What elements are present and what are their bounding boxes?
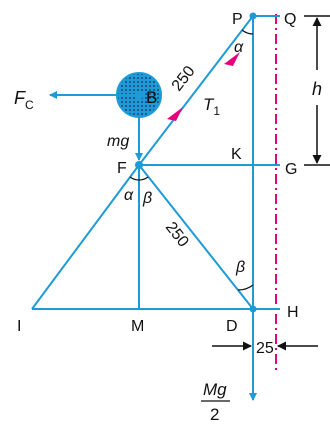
tension-arrow-upper bbox=[224, 52, 240, 66]
label-b: B bbox=[146, 88, 157, 107]
label-k: K bbox=[231, 146, 242, 163]
label-beta-d: β bbox=[235, 259, 245, 276]
label-dim-25: 25 bbox=[256, 340, 274, 357]
label-f: F bbox=[117, 160, 127, 177]
label-h: h bbox=[312, 79, 322, 99]
angle-arc-alpha-f bbox=[129, 176, 140, 181]
label-d: D bbox=[226, 318, 238, 335]
label-mg-denominator: 2 bbox=[210, 405, 219, 424]
label-alpha-f: α bbox=[124, 187, 134, 204]
label-p: P bbox=[232, 11, 243, 28]
label-h-point: H bbox=[287, 304, 299, 321]
label-q: Q bbox=[284, 11, 296, 28]
joint-p bbox=[249, 12, 257, 20]
angle-arc-alpha-top bbox=[241, 29, 254, 35]
label-g: G bbox=[285, 161, 297, 178]
label-length-250-top: 250 bbox=[169, 63, 199, 95]
rod-pf bbox=[138, 15, 254, 166]
angle-arc-beta-d bbox=[237, 284, 254, 291]
label-i: I bbox=[17, 318, 21, 335]
label-m: M bbox=[131, 318, 144, 335]
label-beta-f: β bbox=[142, 190, 152, 207]
angle-arc-beta-f bbox=[138, 176, 149, 181]
label-t1: T1 bbox=[203, 95, 220, 118]
label-alpha-top: α bbox=[234, 39, 244, 56]
tension-arrow-lower bbox=[167, 107, 183, 121]
joint-f bbox=[135, 161, 143, 169]
label-mg: mg bbox=[107, 133, 129, 150]
label-fc: FC bbox=[14, 88, 34, 112]
line-fi bbox=[31, 164, 140, 310]
label-mg-numerator: Mg bbox=[203, 380, 227, 399]
ball-center bbox=[134, 90, 144, 100]
joint-d bbox=[249, 305, 257, 313]
label-length-250-mid: 250 bbox=[162, 219, 192, 251]
line-fd bbox=[138, 164, 254, 310]
